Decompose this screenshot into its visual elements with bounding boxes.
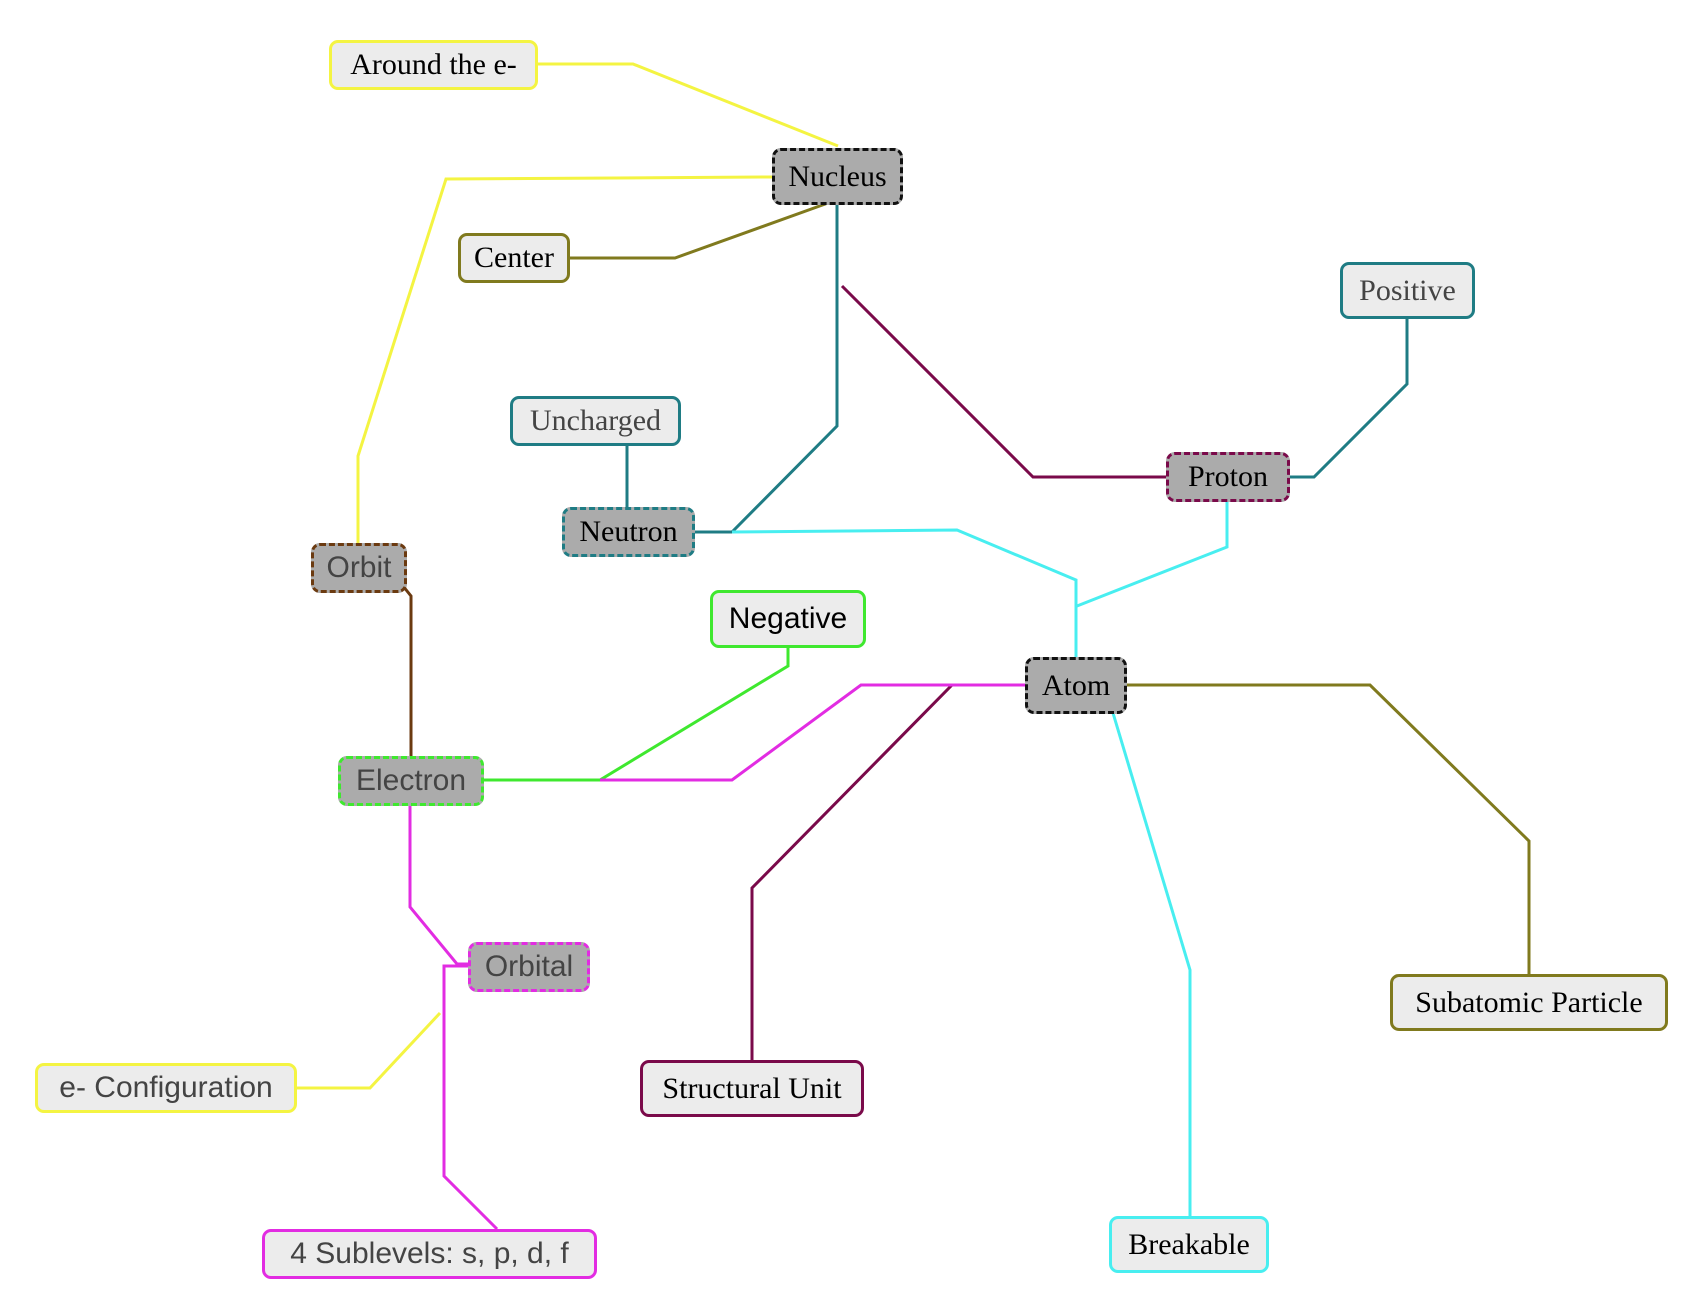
node-neutron[interactable]: Neutron bbox=[562, 507, 695, 557]
node-electron[interactable]: Electron bbox=[338, 756, 484, 806]
edge-atom-structural bbox=[750, 683, 1027, 1060]
edge-orbital-sublevels bbox=[442, 964, 499, 1231]
edge-atom-electron bbox=[600, 683, 1027, 782]
node-nucleus[interactable]: Nucleus bbox=[772, 148, 903, 205]
edge-center-nucleus bbox=[566, 201, 829, 260]
edge-nucleus-orbit bbox=[356, 175, 773, 545]
node-atom[interactable]: Atom bbox=[1025, 657, 1127, 714]
node-orbital[interactable]: Orbital bbox=[468, 942, 590, 992]
node-structural-unit[interactable]: Structural Unit bbox=[640, 1060, 864, 1117]
node-proton[interactable]: Proton bbox=[1166, 452, 1290, 502]
edge-electron-orbital bbox=[408, 805, 468, 966]
node-uncharged[interactable]: Uncharged bbox=[510, 396, 681, 446]
edge-econfig-orbital bbox=[293, 1011, 442, 1090]
node-subatomic-particle[interactable]: Subatomic Particle bbox=[1390, 974, 1668, 1031]
edge-neutron-atom bbox=[731, 528, 1078, 658]
edge-nucleus-proton bbox=[840, 284, 1166, 479]
node-center[interactable]: Center bbox=[458, 233, 570, 283]
edge-atom-breakable bbox=[1111, 712, 1192, 1216]
edge-positive-proton bbox=[1288, 319, 1409, 479]
node-breakable[interactable]: Breakable bbox=[1109, 1216, 1269, 1273]
edge-nucleus-neutron bbox=[693, 203, 839, 534]
edge-proton-atom bbox=[1076, 502, 1229, 608]
node-orbit[interactable]: Orbit bbox=[311, 543, 407, 593]
node-around-the-e[interactable]: Around the e- bbox=[329, 40, 538, 90]
node-4-sublevels[interactable]: 4 Sublevels: s, p, d, f bbox=[262, 1229, 597, 1279]
edge-orbit-electron bbox=[401, 585, 413, 756]
node-positive[interactable]: Positive bbox=[1340, 262, 1475, 319]
edge-atom-subatomic bbox=[1125, 683, 1531, 974]
edge-negative-electron bbox=[484, 648, 790, 782]
node-e-configuration[interactable]: e- Configuration bbox=[35, 1063, 297, 1113]
edge-around-nucleus bbox=[534, 62, 839, 148]
node-negative[interactable]: Negative bbox=[710, 590, 866, 648]
